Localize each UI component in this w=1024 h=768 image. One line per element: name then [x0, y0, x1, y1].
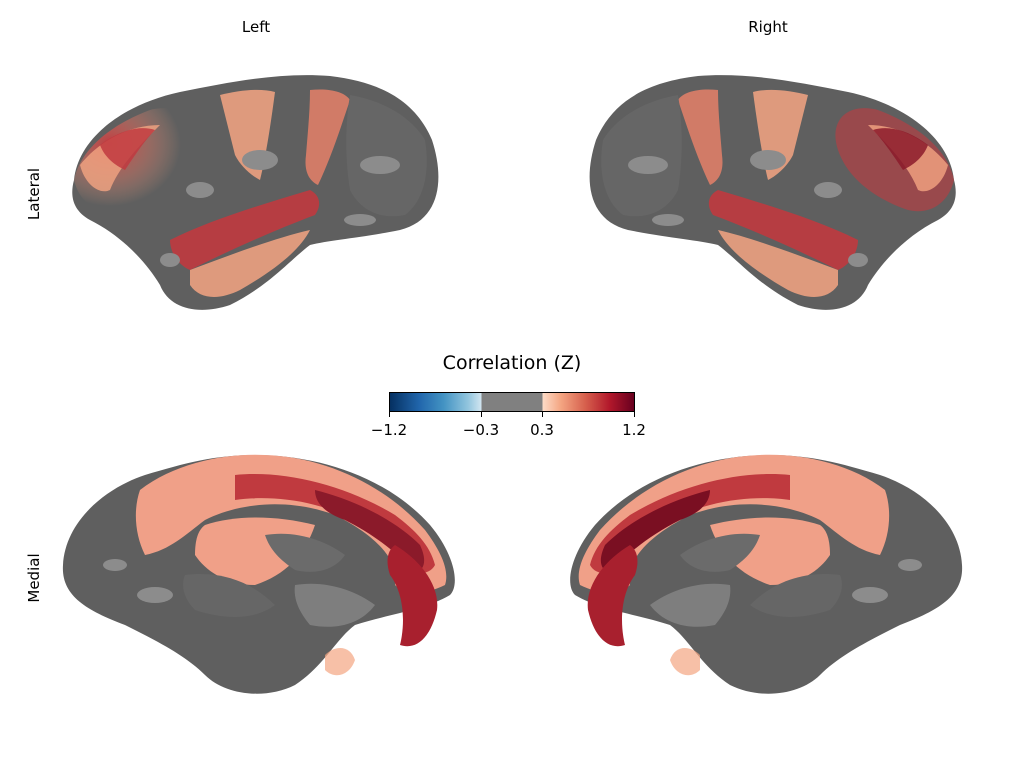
brain-left-lateral [72, 75, 439, 310]
row-label-lateral: Lateral [25, 167, 43, 221]
colorbar-tick-label: −1.2 [370, 421, 408, 439]
row-label-medial: Medial [25, 553, 43, 603]
colorbar-tick [634, 412, 635, 417]
brain-right-lateral [589, 75, 956, 310]
colorbar-title: Correlation (Z) [442, 352, 582, 374]
brain-left-medial [62, 454, 455, 694]
column-label-right: Right [748, 18, 788, 36]
colorbar-tick-label: 0.3 [530, 421, 554, 439]
colorbar-tick [481, 412, 482, 417]
column-label-left: Left [241, 18, 271, 36]
colorbar-tick-label: −0.3 [462, 421, 500, 439]
colorbar-tick [542, 412, 543, 417]
brain-right-medial [570, 454, 963, 694]
colorbar [389, 392, 635, 412]
colorbar-tick-label: 1.2 [622, 421, 646, 439]
colorbar-tick [389, 412, 390, 417]
